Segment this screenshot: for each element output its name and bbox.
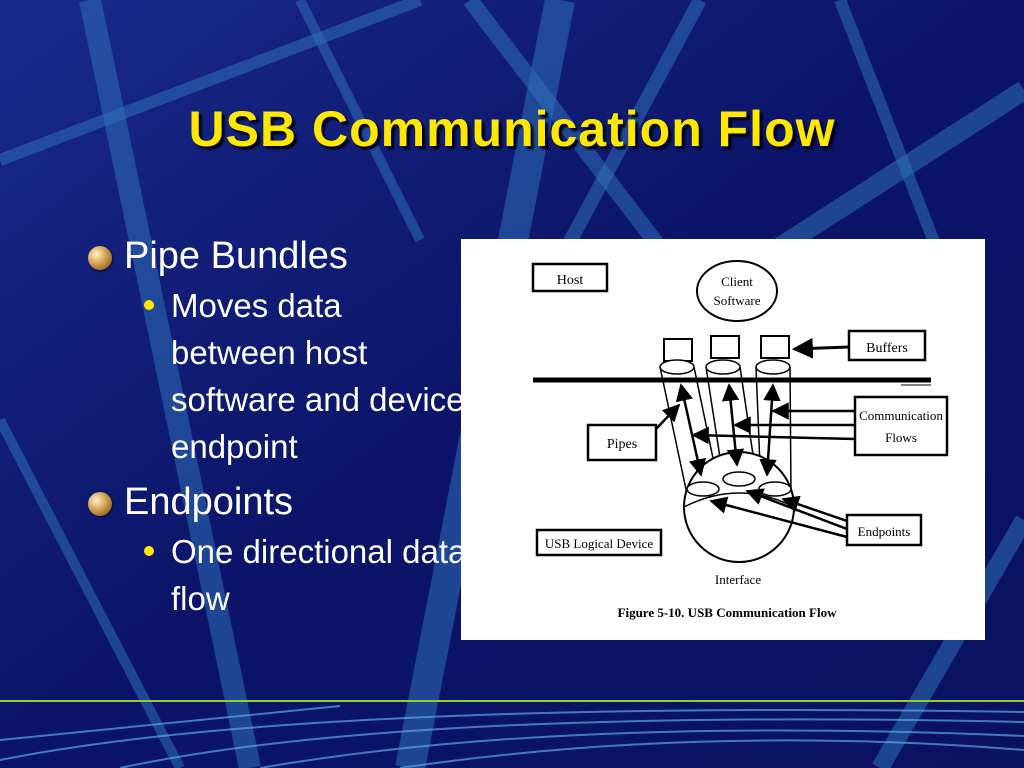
endpoints-label: Endpoints <box>858 524 911 539</box>
communication-arrows <box>691 402 856 445</box>
pipes-box: Pipes <box>586 423 658 462</box>
comm-label-line2: Flows <box>885 430 917 445</box>
endpoint-arrows <box>709 488 848 539</box>
host-box: Host <box>531 262 609 293</box>
sub-bullet-directional: One directional data flow <box>144 528 468 622</box>
client-label-line2: Software <box>714 293 761 308</box>
endpoints-box: Endpoints <box>845 513 923 547</box>
orb-bullet-icon <box>88 246 112 270</box>
pipes-label: Pipes <box>607 437 637 452</box>
client-label-line1: Client <box>721 274 753 289</box>
sub-bullet-text: One directional data flow <box>171 533 467 617</box>
host-label: Host <box>557 273 584 288</box>
host-bus-line <box>533 377 931 386</box>
dot-bullet-icon <box>144 546 154 556</box>
bottom-accent-line <box>0 700 1024 702</box>
buffers-box: Buffers <box>847 329 927 362</box>
bullet-text: Endpoints <box>124 481 294 523</box>
usb-flow-figure: Host Client Software Buffers <box>461 239 985 640</box>
slide-title: USB Communication Flow <box>188 101 836 157</box>
buffers-arrow <box>791 337 850 359</box>
comm-label-line1: Communication <box>859 408 943 423</box>
interface-label: Interface <box>715 572 761 587</box>
buffers-label: Buffers <box>866 341 908 356</box>
usb-flow-diagram: Host Client Software Buffers <box>531 260 949 620</box>
flow-arrows <box>675 383 781 477</box>
bullet-list: Pipe Bundles Moves data between host sof… <box>88 232 468 630</box>
figure-caption: Figure 5-10. USB Communication Flow <box>618 605 838 620</box>
client-software-node: Client Software <box>696 260 778 322</box>
usb-logical-device-box: USB Logical Device <box>535 528 663 557</box>
usb-logical-device-label: USB Logical Device <box>545 536 654 551</box>
dot-bullet-icon <box>144 300 154 310</box>
bullet-pipe-bundles: Pipe Bundles <box>88 232 468 280</box>
pipes-arrow <box>655 403 681 430</box>
buffer-boxes <box>663 335 790 362</box>
bullet-text: Pipe Bundles <box>124 235 348 277</box>
sub-bullet-text: Moves data between host software and dev… <box>171 287 465 465</box>
communication-flows-box: Communication Flows <box>853 395 949 457</box>
orb-bullet-icon <box>88 492 112 516</box>
sub-bullet-moves-data: Moves data between host software and dev… <box>144 282 468 470</box>
bullet-endpoints: Endpoints <box>88 478 468 526</box>
